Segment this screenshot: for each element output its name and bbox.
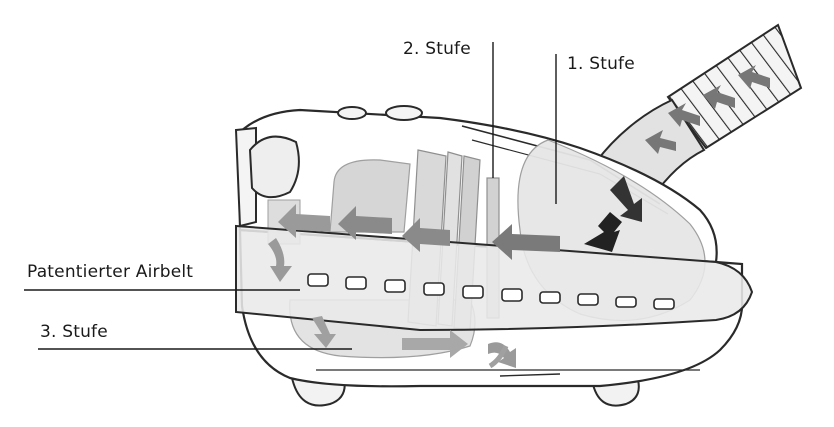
arrow-icon <box>610 176 642 222</box>
arrow-icon <box>402 218 450 252</box>
vent-icon <box>462 285 484 299</box>
arrow-icon <box>278 204 330 238</box>
label-airbelt: Patentierter Airbelt <box>27 262 194 282</box>
label-stage-2: 2. Stufe <box>403 39 471 59</box>
hose-ribbed-section <box>666 23 803 150</box>
vent-icon <box>423 282 445 296</box>
top-knob-right <box>385 105 423 121</box>
airbelt <box>235 224 754 332</box>
label-stage-1: 1. Stufe <box>567 54 635 74</box>
vent-icon <box>653 298 675 310</box>
arrow-icon <box>402 330 468 358</box>
label-stage-3: 3. Stufe <box>40 322 108 342</box>
vent-icon <box>501 288 523 302</box>
vent-icon <box>345 276 367 290</box>
rear-grip <box>248 135 300 199</box>
arrow-icon <box>584 212 622 252</box>
arrow-icon <box>312 316 336 348</box>
arrow-icon <box>268 238 292 282</box>
arrow-icon <box>645 130 676 154</box>
arrow-icon <box>338 206 392 240</box>
arrow-icon <box>668 103 700 127</box>
hose-flow-arrows <box>645 65 770 154</box>
vent-icon <box>307 273 329 287</box>
leader-lines <box>24 42 557 350</box>
airflow-arrows <box>268 176 642 369</box>
arrow-icon <box>738 65 770 89</box>
vent-icon <box>539 291 561 304</box>
arrow-icon <box>703 85 735 109</box>
vent-icon <box>577 293 599 306</box>
arrow-icon <box>492 224 560 260</box>
vent-icon <box>384 279 406 293</box>
vent-icon <box>615 296 637 308</box>
airbelt-vents <box>307 273 675 310</box>
top-knob-left <box>337 106 367 120</box>
